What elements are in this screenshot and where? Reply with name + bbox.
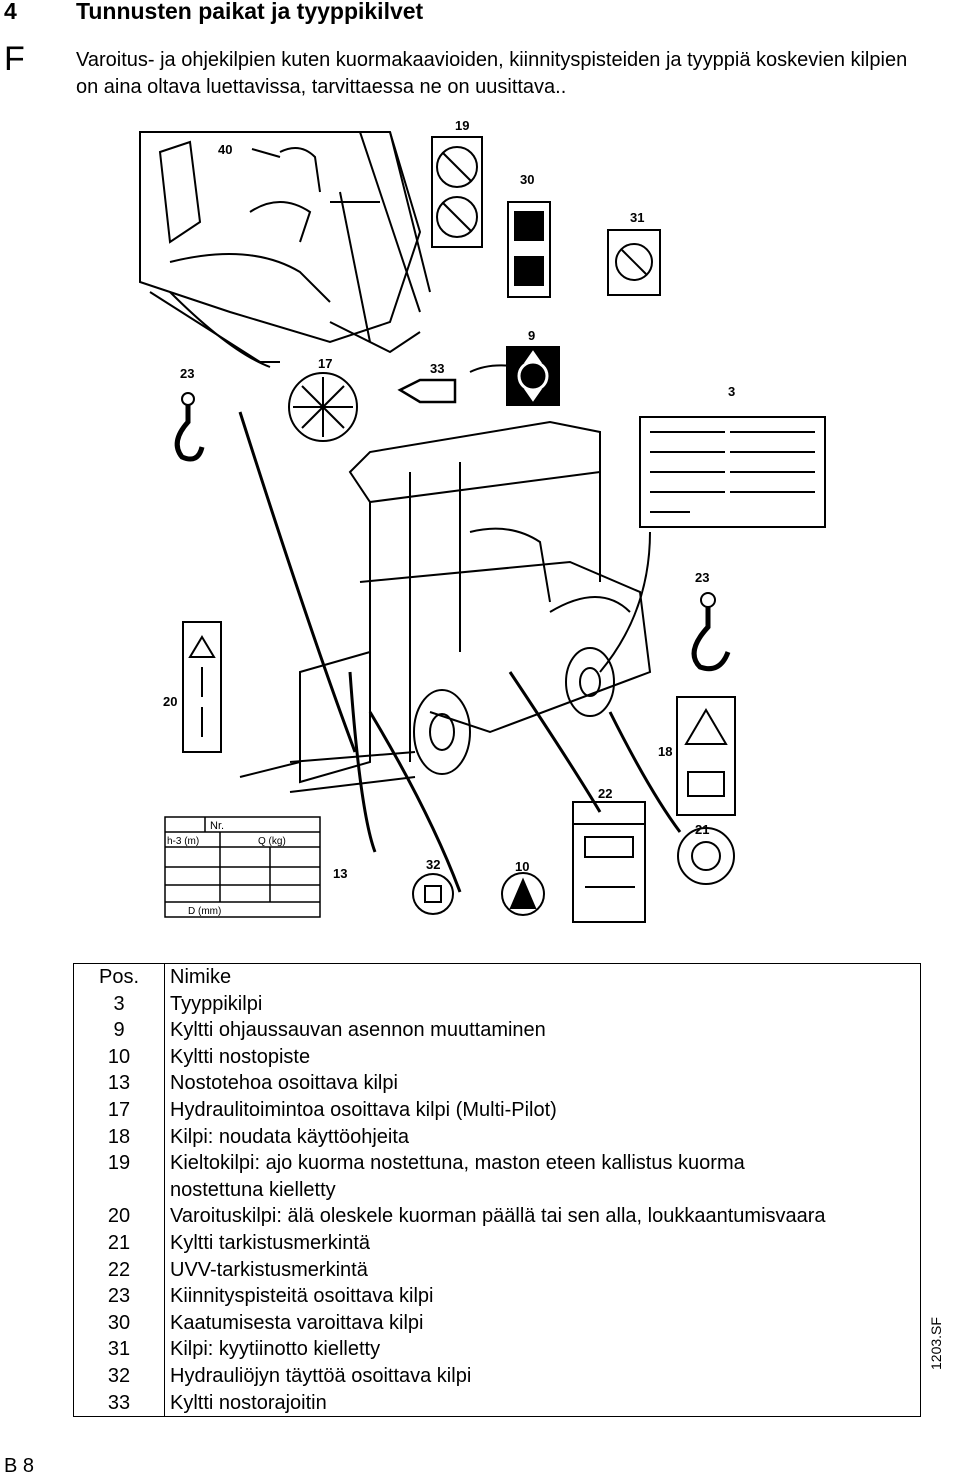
row-name: nostettuna kielletty: [164, 1176, 921, 1204]
sign-22-icon: [572, 801, 646, 923]
forklift-figure: Nr. h-3 (m) Q (kg) D (mm) 40 19 30 31 9 …: [130, 112, 830, 932]
label-13: 13: [333, 866, 347, 881]
row-pos: 10: [73, 1043, 165, 1071]
row-name: Tyyppikilpi: [164, 990, 921, 1018]
row-name: Hydrauliöjyn täyttöä osoittava kilpi: [164, 1362, 921, 1390]
row-pos: 21: [73, 1229, 165, 1257]
label-20: 20: [163, 694, 177, 709]
hook-23-right-icon: [691, 592, 731, 672]
page-number: B 8: [4, 1455, 35, 1477]
label-32: 32: [426, 857, 440, 872]
sign-32-icon: [412, 873, 454, 915]
row-name: Kilpi: noudata käyttöohjeita: [164, 1123, 921, 1151]
row-pos: 33: [73, 1389, 165, 1418]
hook-23-icon: [174, 392, 205, 462]
language-marker: F: [4, 40, 25, 78]
sign-21-icon: [677, 827, 735, 885]
label-31: 31: [630, 210, 644, 225]
row-name: Kilpi: kyytiinotto kielletty: [164, 1336, 921, 1363]
sign-10-icon: [501, 872, 545, 916]
document-code: 1203.SF: [928, 1317, 944, 1370]
row-name: Kieltokilpi: ajo kuorma nostettuna, mast…: [164, 1150, 921, 1177]
sign-33-icon: [397, 378, 457, 404]
row-pos: [73, 1176, 165, 1204]
label-23-right: 23: [695, 570, 709, 585]
row-pos: 23: [73, 1283, 165, 1310]
label-18: 18: [658, 744, 672, 759]
sign-30-icon: [507, 201, 551, 298]
row-pos: 17: [73, 1096, 165, 1124]
row-pos: 18: [73, 1123, 165, 1151]
label-19: 19: [455, 118, 469, 133]
label-3: 3: [728, 384, 735, 399]
row-pos: 20: [73, 1203, 165, 1230]
label-17: 17: [318, 356, 332, 371]
label-22: 22: [598, 786, 612, 801]
section-number: 4: [4, 0, 17, 24]
forklift-drawing: [239, 364, 652, 793]
sign-13-load-chart: [164, 816, 321, 918]
row-pos: 32: [73, 1362, 165, 1390]
label-30: 30: [520, 172, 534, 187]
row-name: Kyltti ohjaussauvan asennon muuttaminen: [164, 1017, 921, 1044]
header-pos: Pos.: [73, 962, 165, 991]
label-33: 33: [430, 361, 444, 376]
label-23-left: 23: [180, 366, 194, 381]
label-9: 9: [528, 328, 535, 343]
sign-31-icon: [607, 229, 661, 296]
sign-17-icon: [288, 372, 358, 442]
label-10: 10: [515, 859, 529, 874]
row-name: Kaatumisesta varoittava kilpi: [164, 1309, 921, 1337]
row-pos: 3: [73, 990, 165, 1018]
table-header-row: Pos. Nimike: [73, 962, 921, 991]
plate13-d-label: D (mm): [188, 906, 221, 917]
row-name: Kiinnityspisteitä osoittava kilpi: [164, 1283, 921, 1310]
sign-19-icon: [431, 136, 483, 248]
row-pos: 13: [73, 1070, 165, 1097]
plate13-nr-label: Nr.: [210, 820, 224, 832]
row-pos: 9: [73, 1017, 165, 1044]
plate13-h3-label: h-3 (m): [167, 836, 199, 847]
type-plate-3-icon: [639, 416, 826, 528]
intro-paragraph: Varoitus- ja ohjekilpien kuten kuormakaa…: [76, 49, 908, 98]
row-name: Nostotehoa osoittava kilpi: [164, 1070, 921, 1097]
row-pos: 19: [73, 1150, 165, 1177]
row-name: Kyltti nostorajoitin: [164, 1389, 921, 1418]
row-pos: 22: [73, 1256, 165, 1284]
row-name: Kyltti tarkistusmerkintä: [164, 1229, 921, 1257]
row-name: Kyltti nostopiste: [164, 1043, 921, 1071]
plate13-q-label: Q (kg): [258, 836, 286, 847]
table-row: nostettuna kielletty: [73, 1176, 921, 1204]
sign-9-icon: [506, 346, 560, 406]
sign-20-icon: [182, 621, 222, 753]
row-pos: 30: [73, 1309, 165, 1337]
row-pos: 31: [73, 1336, 165, 1363]
label-21: 21: [695, 822, 709, 837]
row-name: Varoituskilpi: älä oleskele kuorman pääl…: [164, 1203, 921, 1230]
sign-18-icon: [676, 696, 736, 816]
section-title: Tunnusten paikat ja tyyppikilvet: [76, 0, 424, 24]
row-name: UVV-tarkistusmerkintä: [164, 1256, 921, 1284]
header-name: Nimike: [164, 962, 921, 991]
row-name: Hydraulitoimintoa osoittava kilpi (Multi…: [164, 1096, 921, 1124]
label-40: 40: [218, 142, 232, 157]
cabin-detail-drawing: [139, 131, 431, 368]
